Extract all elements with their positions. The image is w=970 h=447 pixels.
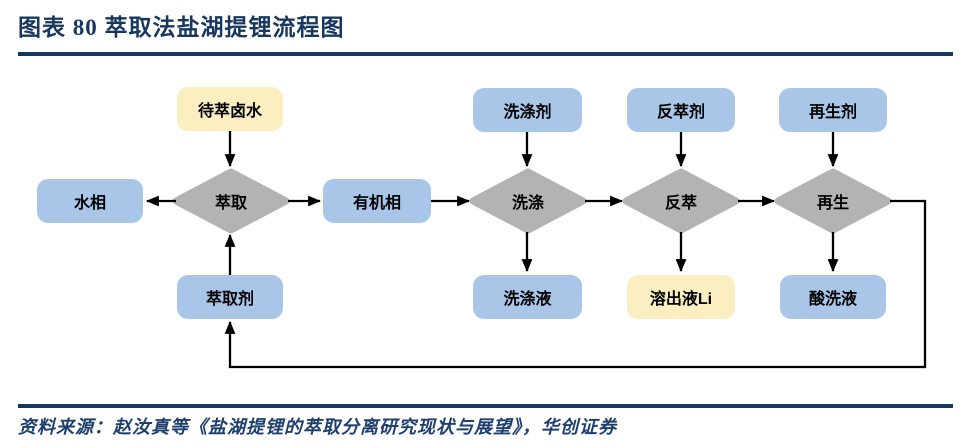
- node-label: 反萃剂: [656, 104, 705, 121]
- node-label: 再生: [816, 195, 849, 212]
- node-washing-liquid: 洗涤液: [473, 275, 582, 319]
- diamond-extraction: [172, 168, 290, 234]
- node-stripping-agent: 反萃剂: [627, 88, 735, 132]
- node-label: 酸洗液: [808, 291, 857, 308]
- diamond-label-extraction: 萃取: [173, 169, 289, 233]
- node-label: 再生剂: [808, 104, 857, 121]
- node-extractant: 萃取剂: [177, 275, 283, 319]
- node-acid-wash-liquid: 酸洗液: [780, 275, 886, 319]
- node-label: 洗涤液: [503, 291, 552, 308]
- node-aqueous-phase: 水相: [37, 179, 143, 223]
- node-feed-brine: 待萃卤水: [177, 87, 283, 131]
- diamond-label-washing: 洗涤: [470, 169, 586, 233]
- node-label: 待萃卤水: [197, 103, 262, 120]
- diamond-regeneration: [774, 168, 892, 234]
- node-lithium-eluate: 溶出液Li: [627, 275, 735, 319]
- node-label: 洗涤: [511, 195, 544, 212]
- diamond-label-regeneration: 再生: [775, 169, 891, 233]
- source-note: 资料来源：赵汝真等《盐湖提锂的萃取分离研究现状与展望》，华创证券: [18, 417, 617, 437]
- node-washing-agent: 洗涤剂: [473, 88, 582, 132]
- node-label: 萃取剂: [205, 291, 254, 308]
- node-label: 溶出液Li: [649, 291, 713, 308]
- diamond-washing: [469, 168, 587, 234]
- node-label: 洗涤剂: [503, 104, 552, 121]
- node-label: 水相: [73, 195, 106, 212]
- node-label: 有机相: [352, 195, 401, 212]
- node-label: 反萃: [664, 195, 697, 212]
- source-divider: [18, 404, 953, 408]
- node-regeneration-agent: 再生剂: [779, 88, 887, 132]
- title-divider: [18, 52, 953, 56]
- diamond-stripping: [622, 168, 740, 234]
- diamond-label-stripping: 反萃: [623, 169, 739, 233]
- arrow-regeneration-loop-to-extractant: [224, 199, 927, 369]
- node-label: 萃取: [214, 195, 247, 212]
- figure-title: 图表 80 萃取法盐湖提锂流程图: [18, 15, 345, 40]
- node-organic-phase: 有机相: [323, 179, 431, 223]
